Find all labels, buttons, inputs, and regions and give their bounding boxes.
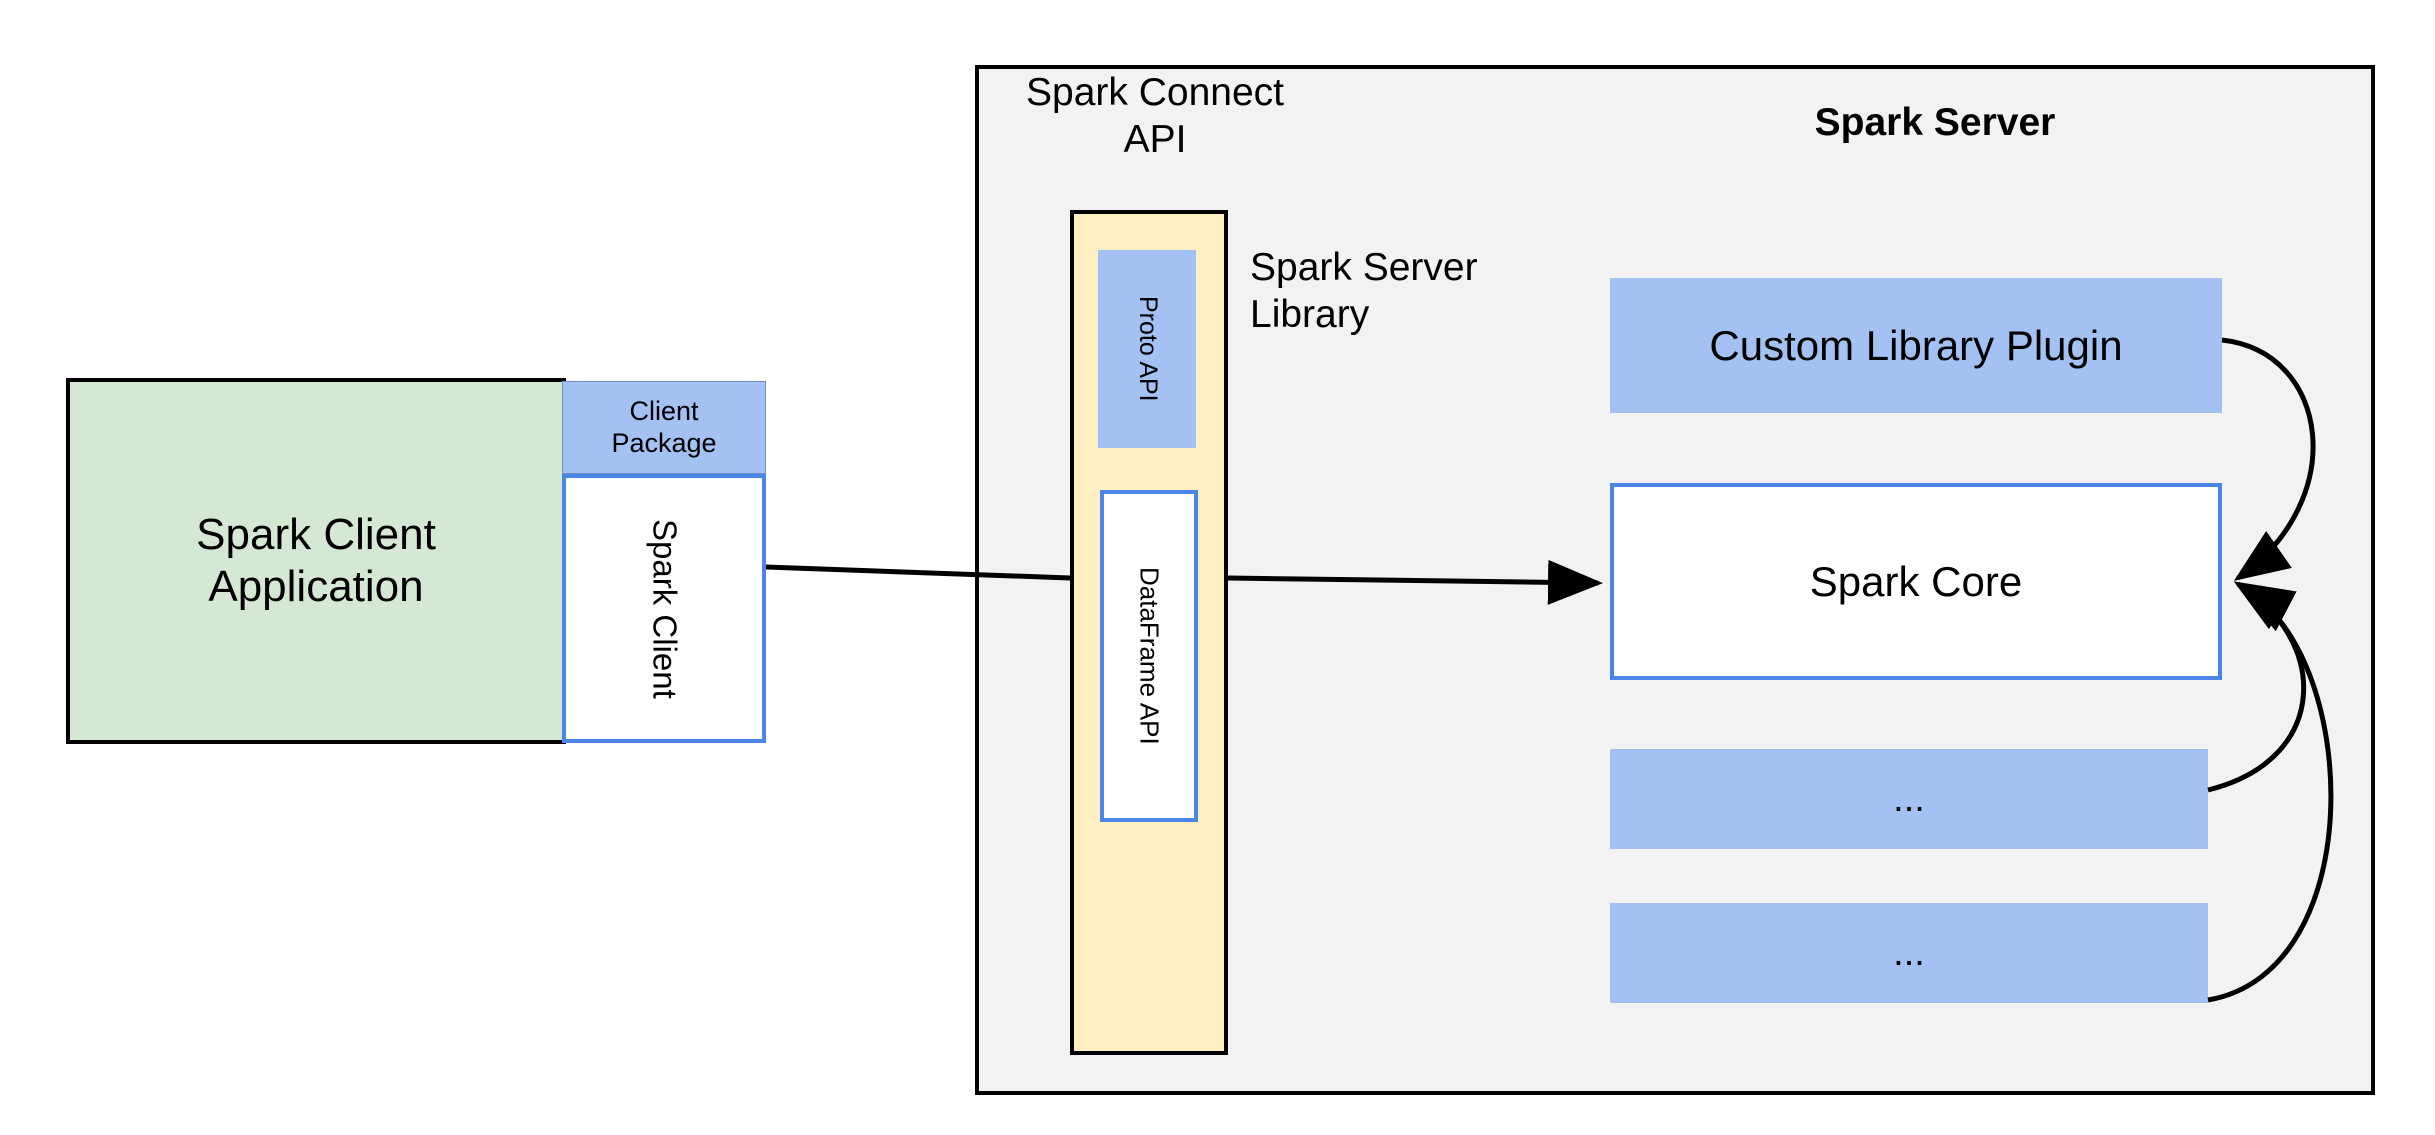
proto-api-box[interactable]: Proto API xyxy=(1098,250,1196,448)
custom-library-plugin-label: Custom Library Plugin xyxy=(1709,321,2123,369)
dataframe-api-label: DataFrame API xyxy=(1134,567,1165,745)
proto-api-label: Proto API xyxy=(1133,296,1162,402)
spark-server-library-label: Spark Server Library xyxy=(1250,246,1478,336)
spark-server-title: Spark Server xyxy=(1814,101,2056,144)
client-package-label: Client Package xyxy=(611,395,717,458)
spark-connect-api-label: Spark Connect API xyxy=(1026,71,1284,161)
spark-client-label: Spark Client xyxy=(646,518,684,699)
client-package-box[interactable]: Client Package xyxy=(562,381,766,474)
placeholder-component-label-2: ... xyxy=(1893,931,1925,974)
spark-core-label: Spark Core xyxy=(1809,557,2023,605)
placeholder-component-box-1[interactable]: ... xyxy=(1610,749,2208,849)
spark-core-box[interactable]: Spark Core xyxy=(1610,483,2222,680)
spark-client-application-box[interactable]: Spark Client Application xyxy=(66,378,566,744)
spark-client-application-label: Spark Client Application xyxy=(196,510,436,611)
custom-library-plugin-box[interactable]: Custom Library Plugin xyxy=(1610,278,2222,413)
placeholder-component-box-2[interactable]: ... xyxy=(1610,903,2208,1003)
placeholder-component-label-1: ... xyxy=(1893,777,1925,820)
dataframe-api-box[interactable]: DataFrame API xyxy=(1100,490,1198,822)
spark-client-box[interactable]: Spark Client xyxy=(562,474,766,743)
